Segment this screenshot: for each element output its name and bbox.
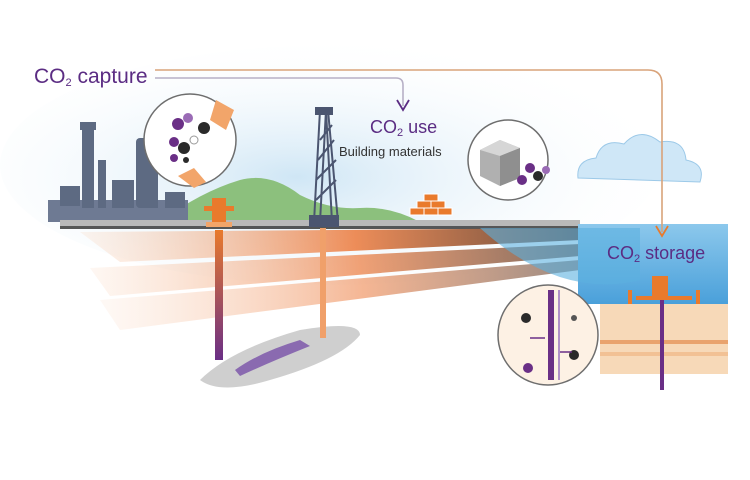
molecule-icon [467, 119, 550, 201]
use-label-text: use [403, 117, 438, 137]
injection-pipe [320, 228, 326, 338]
bricks-icon [409, 193, 453, 216]
storage-label-text: storage [640, 243, 706, 263]
building-materials-label: Building materials [339, 144, 442, 159]
wellhead-icon [204, 198, 234, 360]
capture-label-subscript: 2 [65, 77, 72, 89]
use-label-subscript: 2 [397, 127, 404, 139]
refinery-icon [48, 122, 188, 222]
storage-label-subscript: 2 [634, 253, 641, 265]
co2-storage-label: CO2 storage [607, 243, 706, 265]
use-label-prefix: CO [370, 117, 397, 137]
molecule-icon [497, 284, 599, 386]
co2-capture-label: CO2 capture [34, 65, 148, 89]
capture-to-storage-arrow [155, 69, 663, 232]
drill-rig-icon [309, 107, 339, 227]
capture-label-text: capture [71, 65, 148, 88]
storage-label-prefix: CO [607, 243, 634, 263]
co2-use-label: CO2 use [370, 117, 438, 139]
cloud-icon [577, 134, 702, 183]
molecule-icon [143, 93, 237, 188]
capture-label-prefix: CO [34, 65, 66, 88]
storage-platform-icon [628, 276, 700, 390]
capture-to-use-arrow [155, 77, 404, 106]
